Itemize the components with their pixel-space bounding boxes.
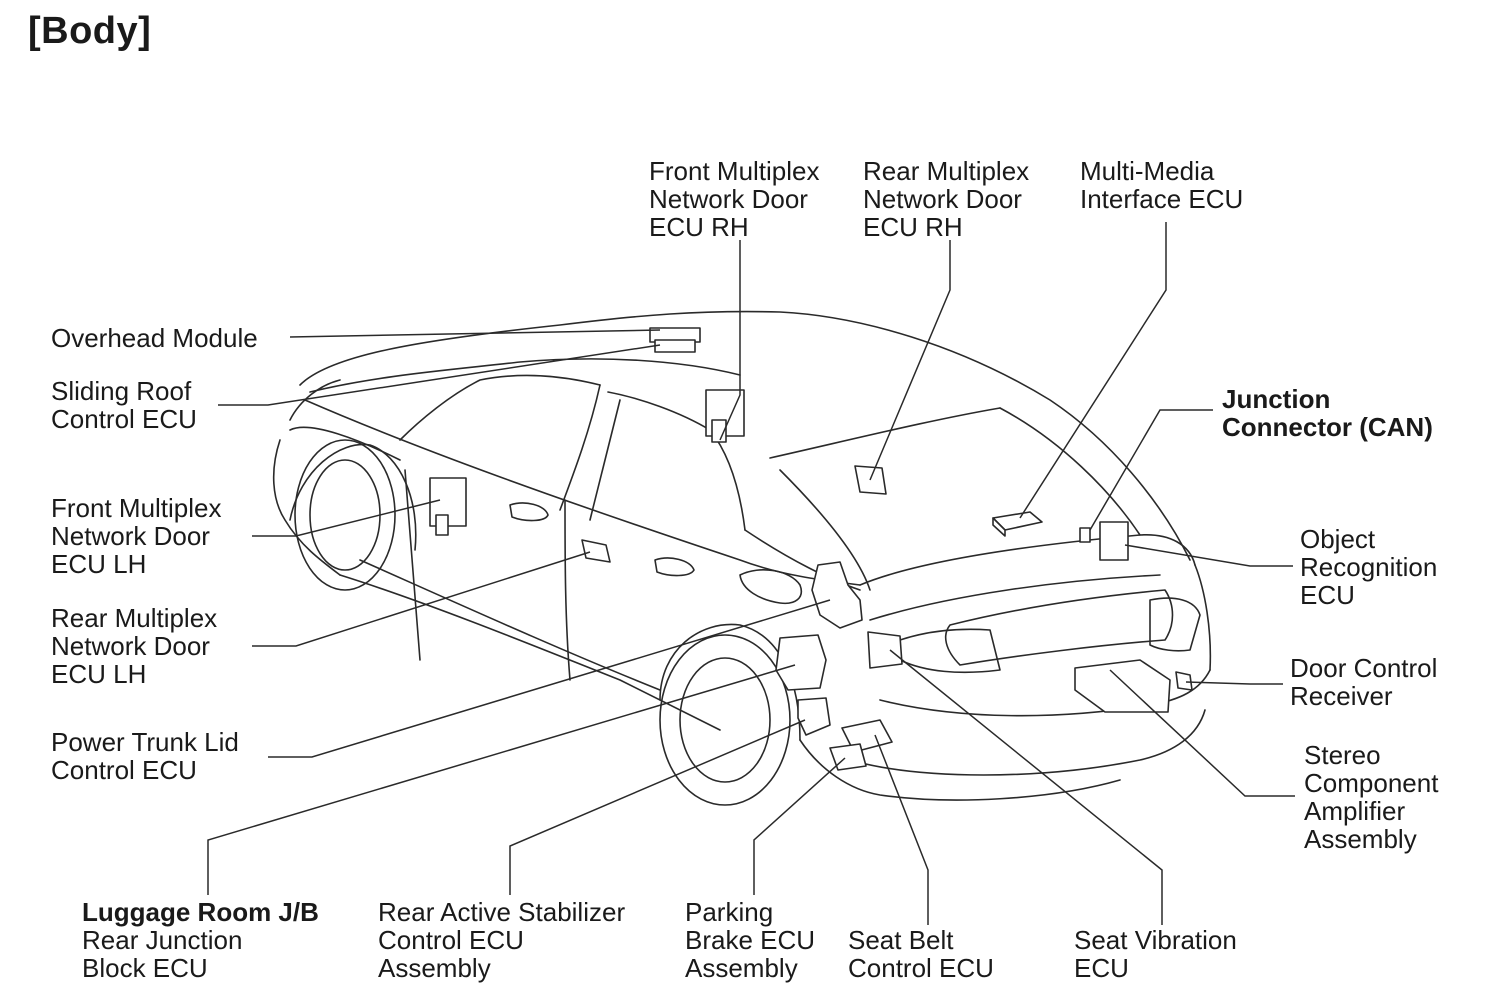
label-rear-door-ecu-lh: Rear Multiplex Network Door ECU LH — [51, 603, 218, 689]
label-multimedia-ecu: Multi-Media Interface ECU — [1080, 156, 1244, 214]
label-seat-belt-ecu: Seat Belt Control ECU — [848, 925, 994, 983]
rear-stabilizer-part — [797, 697, 831, 736]
label-sliding-roof-ecu: Sliding Roof Control ECU — [51, 376, 197, 434]
label-junction-connector: Junction Connector (CAN) — [1222, 384, 1433, 442]
luggage-jb-part — [775, 634, 827, 691]
label-door-control-receiver: Door Control Receiver — [1290, 653, 1438, 711]
door-control-receiver-part — [1175, 671, 1193, 691]
junction-connector-part — [1079, 527, 1091, 543]
label-rear-active-stabilizer: Rear Active Stabilizer Control ECU Assem… — [378, 897, 626, 983]
object-recognition-ecu-part — [1099, 521, 1129, 561]
label-rear-door-ecu-rh: Rear Multiplex Network Door ECU RH — [863, 156, 1030, 242]
overhead-module-part — [649, 327, 701, 353]
stereo-amp-part — [1074, 659, 1171, 713]
multimedia-ecu-part — [992, 511, 1043, 537]
label-seat-vibration-ecu: Seat Vibration ECU — [1074, 925, 1237, 983]
rear-door-lh-ecu-part — [581, 539, 611, 563]
label-parking-brake-ecu: Parking Brake ECU Assembly — [685, 897, 816, 983]
car-outline — [272, 310, 1212, 806]
label-object-recognition-ecu: Object Recognition ECU — [1300, 524, 1438, 610]
label-luggage-room-jb: Luggage Room J/B Rear Junction Block ECU — [82, 897, 319, 983]
label-stereo-amplifier: Stereo Component Amplifier Assembly — [1304, 740, 1439, 854]
label-overhead-module: Overhead Module — [51, 323, 258, 353]
leader-lines — [207, 222, 1295, 925]
page-title: [Body] — [28, 10, 152, 52]
component-parts — [429, 327, 1193, 771]
label-power-trunk-lid-ecu: Power Trunk Lid Control ECU — [51, 727, 239, 785]
front-door-lh-ecu-part — [429, 477, 467, 536]
seat-vibration-ecu-part — [867, 631, 903, 669]
label-front-door-ecu-lh: Front Multiplex Network Door ECU LH — [51, 493, 222, 579]
power-trunk-ecu-part — [811, 561, 863, 629]
label-front-door-ecu-rh: Front Multiplex Network Door ECU RH — [649, 156, 820, 242]
